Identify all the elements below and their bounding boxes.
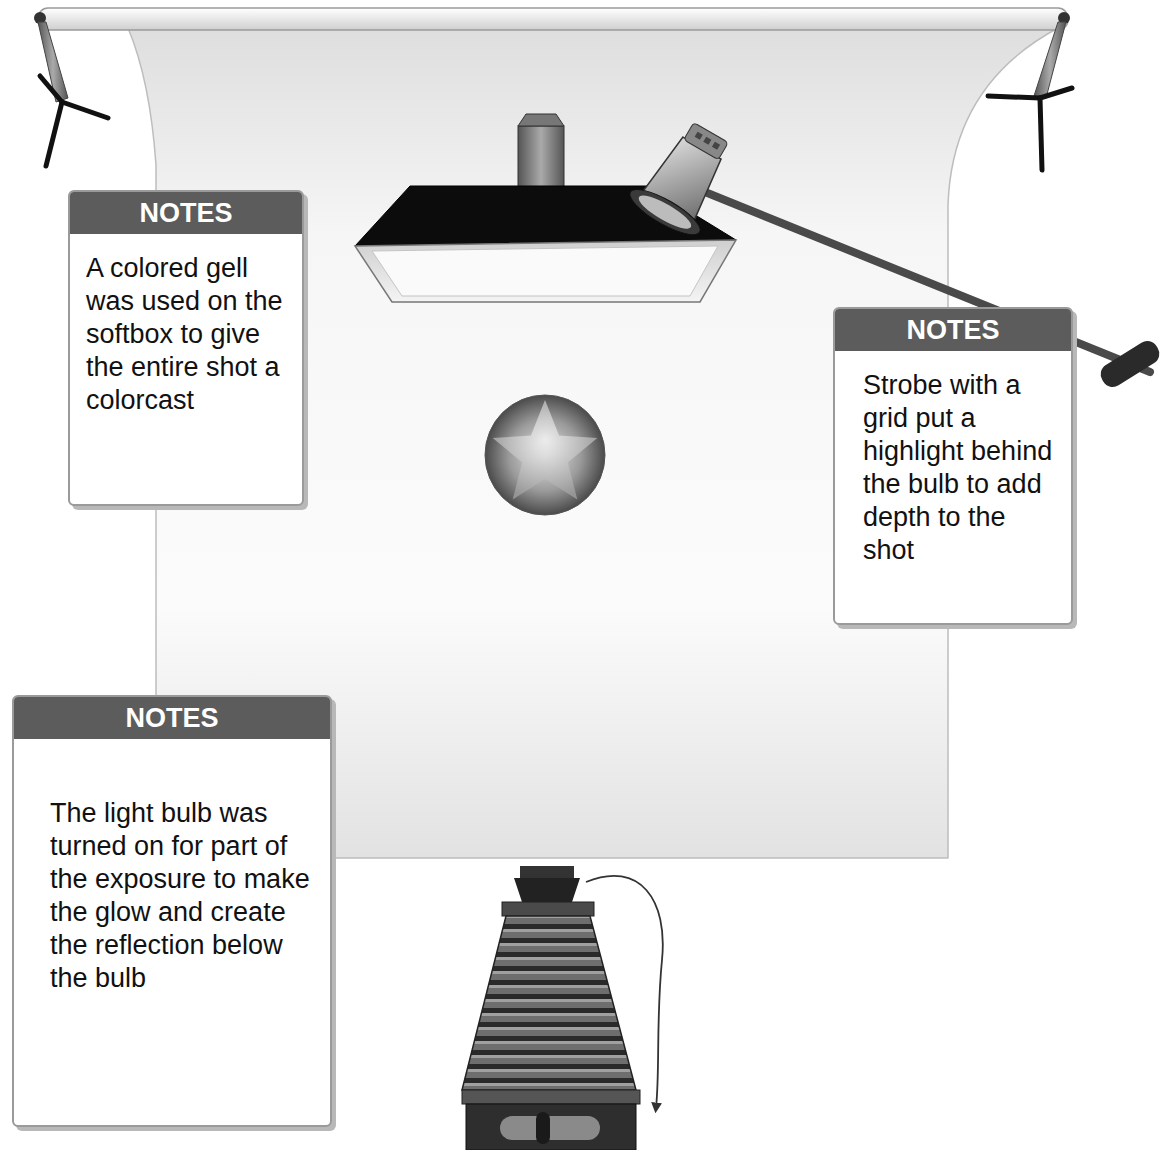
- softbox: [355, 114, 736, 302]
- notes-heading: NOTES: [835, 309, 1071, 351]
- view-camera: [462, 866, 663, 1150]
- notes-text: A colored gell was used on the softbox t…: [70, 234, 302, 431]
- notes-text: Strobe with a grid put a highlight behin…: [835, 351, 1071, 581]
- notes-box: NOTESThe light bulb was turned on for pa…: [12, 695, 332, 1127]
- backdrop-stand: [988, 22, 1072, 170]
- light-bulb: [485, 395, 605, 515]
- notes-box: NOTESStrobe with a grid put a highlight …: [833, 307, 1073, 625]
- backdrop-stand: [38, 22, 108, 166]
- notes-box: NOTESA colored gell was used on the soft…: [68, 190, 304, 506]
- gridded-strobe: [624, 112, 1163, 391]
- notes-text: The light bulb was turned on for part of…: [14, 739, 330, 1009]
- notes-heading: NOTES: [14, 697, 330, 739]
- notes-heading: NOTES: [70, 192, 302, 234]
- backdrop-roll: [38, 8, 1068, 30]
